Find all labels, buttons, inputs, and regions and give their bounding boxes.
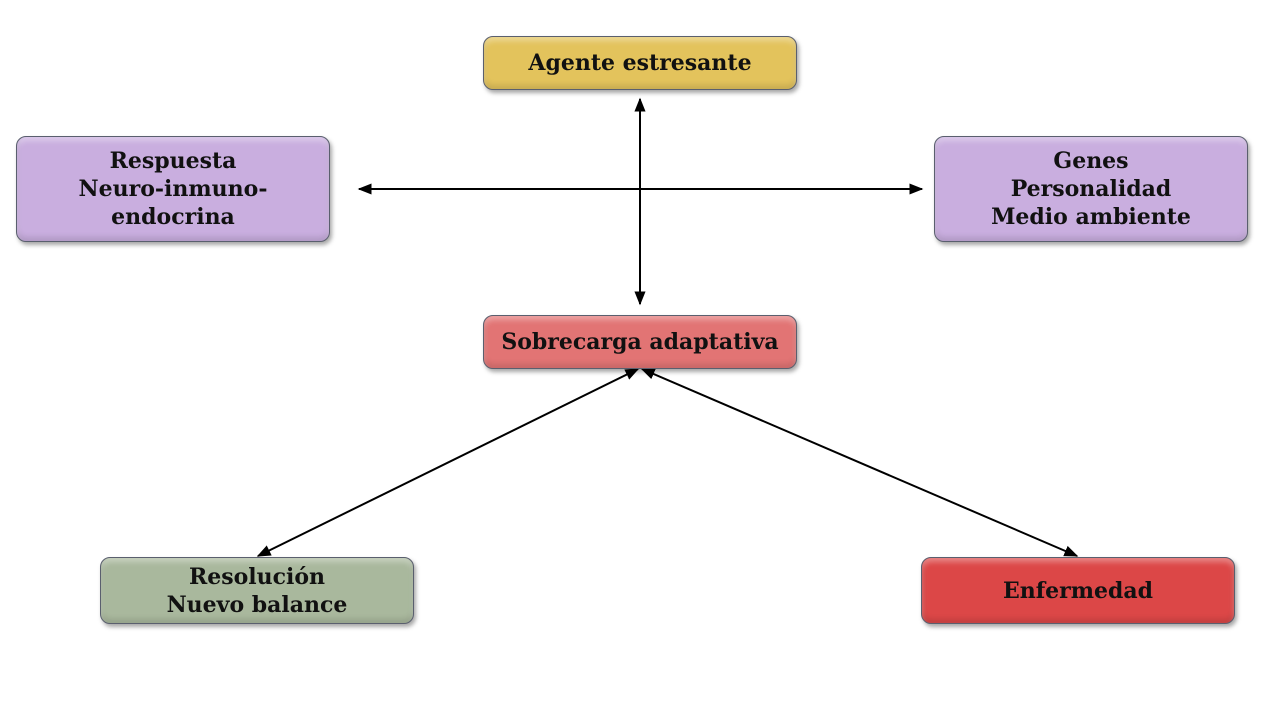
arrow-sobrecarga-resolucion: [256, 368, 640, 557]
node-label-line: Sobrecarga adaptativa: [501, 329, 779, 355]
node-sobrecarga-adaptativa: Sobrecarga adaptativa: [483, 315, 797, 369]
node-label-line: Nuevo balance: [166, 591, 348, 618]
node-label-line: Genes: [1053, 148, 1129, 174]
node-genes-personalidad-medio-ambiente: Genes Personalidad Medio ambiente: [934, 136, 1248, 242]
node-agente-estresante: Agente estresante: [483, 36, 797, 90]
node-label-line: Respuesta: [109, 148, 237, 174]
node-label-line: endocrina: [111, 204, 235, 230]
node-label-line: Agente estresante: [528, 50, 752, 76]
node-label-line: Neuro-inmuno-: [78, 176, 268, 202]
node-label-line: Resolución: [188, 563, 326, 590]
arrow-sobrecarga-enfermedad: [640, 368, 1079, 557]
node-resolucion-nuevo-balance: Resolución Nuevo balance: [100, 557, 414, 624]
node-label-line: Medio ambiente: [991, 204, 1191, 230]
node-respuesta-neuro-inmuno-endocrina: Respuesta Neuro-inmuno- endocrina: [16, 136, 330, 242]
node-label-line: Enfermedad: [1002, 577, 1154, 604]
node-enfermedad: Enfermedad: [921, 557, 1235, 624]
node-label-line: Personalidad: [1010, 176, 1172, 202]
